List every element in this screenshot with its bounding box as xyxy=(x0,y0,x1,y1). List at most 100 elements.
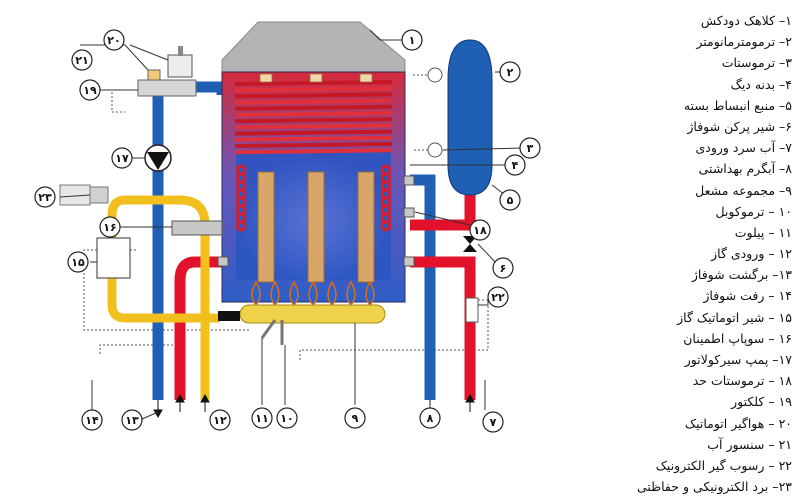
air-vent-stem xyxy=(178,46,183,56)
callout-number: ۱۵ xyxy=(71,256,85,269)
auto-air-vent xyxy=(167,54,193,78)
legend-item: ۳– ترموستات xyxy=(721,55,792,71)
callout-number: ۲۱ xyxy=(75,54,88,67)
coil-tube xyxy=(234,111,393,117)
legend-item: ۱۵ – شیر اتوماتیک گاز xyxy=(677,309,792,325)
chimney-hood xyxy=(221,21,406,73)
gas-line xyxy=(107,195,220,400)
legend-item: ۷– آب سرد ورودی xyxy=(695,140,792,156)
callout-number: ۱۰ xyxy=(280,412,293,425)
gas-valve-box xyxy=(96,237,131,279)
callout-number: ۱۹ xyxy=(83,84,97,97)
flue-pillars xyxy=(257,73,375,283)
heat-exchanger-coil xyxy=(234,80,393,232)
callout-circle xyxy=(81,409,103,431)
fill-valve-lower xyxy=(463,244,477,252)
burner-flames xyxy=(251,280,375,307)
flow-pipe xyxy=(174,256,225,400)
callout-circle xyxy=(344,407,366,429)
callout-circle xyxy=(499,189,521,211)
coil-tube xyxy=(234,117,393,124)
legend-item: ۱۱ – پیلوت xyxy=(734,224,792,240)
tank-feed-pipe xyxy=(410,195,476,231)
collector-to-boiler-pipe xyxy=(195,81,228,95)
callout-number: ۵ xyxy=(507,194,514,207)
callout-circle xyxy=(504,154,526,176)
coil-tube xyxy=(234,86,393,93)
flue-cap xyxy=(359,73,373,83)
coil-tube xyxy=(234,142,393,148)
collector xyxy=(137,79,197,97)
fitting-1 xyxy=(403,207,415,218)
legend-item: ۱۷– پمپ سیرکولاتور xyxy=(684,352,792,367)
callout-number: ۹ xyxy=(352,412,359,425)
callout-circle xyxy=(499,61,521,83)
legend-item: ۱۰ – ترموکوبل xyxy=(715,203,792,219)
callout-circle xyxy=(482,411,504,433)
callout-number: ۲۲ xyxy=(491,291,505,304)
pump-arrow xyxy=(147,152,169,170)
legend-item: ۱۹ – کلکتور xyxy=(731,394,792,410)
thermometer-gauge xyxy=(427,67,443,83)
coil-tube xyxy=(234,104,393,111)
callout-number: ۷ xyxy=(490,416,497,429)
legend-item: ۱۶ – سوپاپ اطمینان xyxy=(683,330,792,346)
burner-flame xyxy=(365,280,375,307)
callout-circle xyxy=(519,137,541,159)
callout-number: ۲۳ xyxy=(38,191,52,204)
burner-manifold xyxy=(239,304,386,324)
flue-pillar xyxy=(357,171,375,283)
callout-number: ۱۶ xyxy=(103,221,116,234)
coil-tube xyxy=(234,123,393,130)
callout-number: ۱۷ xyxy=(115,152,129,165)
callout-circle xyxy=(111,147,133,169)
legend-item: ۸– آبگرم بهداشتی xyxy=(698,161,792,177)
callout-number: ۴ xyxy=(512,159,519,172)
callout-circle xyxy=(99,216,121,238)
fitting-2 xyxy=(403,256,415,267)
legend-item: ۹– مجموعه مشعل xyxy=(695,182,792,198)
callout-number: ۱۱ xyxy=(255,412,268,425)
callout-circle xyxy=(251,407,273,429)
callout-circle xyxy=(79,79,101,101)
dhw-outlet-pipe xyxy=(410,174,436,400)
control-board-connector xyxy=(89,186,109,204)
flue-pillar xyxy=(307,171,325,283)
legend-item: ۱۳– برگشت شوفاژ xyxy=(691,267,792,283)
coil-tube xyxy=(234,98,393,105)
legend-item: ۲۰ – هواگیر اتوماتیک xyxy=(684,415,792,431)
callout-number: ۲۰ xyxy=(107,34,120,47)
flue-pillar xyxy=(257,171,275,283)
flue-cap xyxy=(259,73,273,83)
legend-item: ۵– منبع انبساط بسته xyxy=(683,97,792,113)
callout-number: ۲ xyxy=(507,66,514,79)
coil-tube xyxy=(234,135,393,142)
coil-loop-right xyxy=(380,220,392,232)
burner-flame xyxy=(251,280,261,307)
legend-item: ۲۱ – سنسور آب xyxy=(707,436,792,452)
legend-item: ۴– بدنه دیگ xyxy=(730,76,792,92)
burner-flame xyxy=(270,280,280,307)
callout-circle xyxy=(34,186,56,208)
callout-circle xyxy=(67,251,89,273)
callout-circle xyxy=(492,257,514,279)
burner-flame xyxy=(346,280,356,307)
coil-tube xyxy=(234,92,393,99)
callout-number: ۸ xyxy=(427,412,434,425)
callout-circle xyxy=(209,409,231,431)
burner-flame xyxy=(289,280,299,307)
legend-item: ۱۸ – ترموستات حد xyxy=(692,373,792,389)
cold-inlet-pipe xyxy=(410,256,476,400)
callout-circle xyxy=(419,407,441,429)
callout-number: ۳ xyxy=(527,142,534,155)
fitting-3 xyxy=(217,256,229,267)
callout-number: ۱۲ xyxy=(213,414,227,427)
callout-number: ۱ xyxy=(409,34,416,47)
coil-tube xyxy=(234,129,393,136)
callout-circle xyxy=(103,29,125,51)
limit-thermostat xyxy=(403,175,415,186)
